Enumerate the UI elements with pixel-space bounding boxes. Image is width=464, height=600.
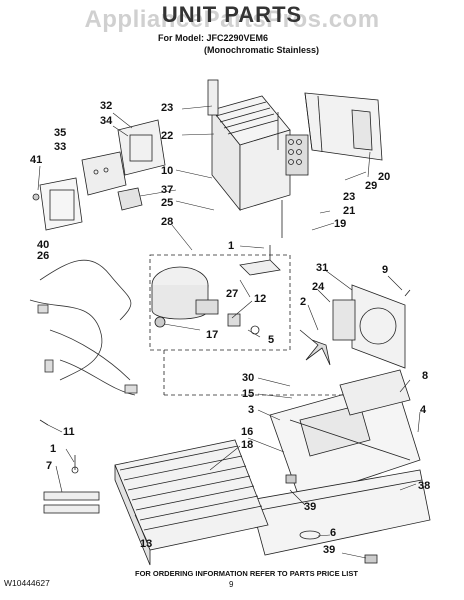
callout-32[interactable]: 32 [100, 100, 113, 112]
callout-34[interactable]: 34 [100, 115, 113, 127]
condenser-fan [299, 284, 406, 369]
callout-16[interactable]: 16 [241, 426, 254, 438]
callout-26[interactable]: 26 [37, 250, 50, 262]
callout-33[interactable]: 33 [54, 141, 67, 153]
callout-38[interactable]: 38 [418, 480, 431, 492]
callout-40[interactable]: 40 [37, 239, 50, 251]
callout-31[interactable]: 31 [316, 262, 329, 274]
callout-17[interactable]: 17 [206, 329, 219, 341]
callout-35[interactable]: 35 [54, 127, 67, 139]
callout-39-upper[interactable]: 39 [304, 501, 317, 513]
callout-15[interactable]: 15 [242, 388, 255, 400]
callout-13[interactable]: 13 [140, 538, 153, 550]
callout-39-lower[interactable]: 39 [323, 544, 336, 556]
callout-3[interactable]: 3 [248, 404, 255, 416]
callout-22[interactable]: 22 [161, 130, 174, 142]
callout-12[interactable]: 12 [254, 293, 267, 305]
callout-8[interactable]: 8 [422, 370, 429, 382]
callout-24[interactable]: 24 [312, 281, 325, 293]
drain-trough [304, 92, 383, 161]
callout-5[interactable]: 5 [268, 334, 275, 346]
condenser-coil [207, 79, 309, 238]
wire-harness [29, 259, 138, 396]
callout-7[interactable]: 7 [46, 460, 53, 472]
callout-20[interactable]: 20 [378, 171, 391, 183]
control-module [32, 119, 166, 231]
ordering-reference: FOR ORDERING INFORMATION REFER TO PARTS … [135, 569, 358, 578]
callout-19[interactable]: 19 [334, 218, 347, 230]
callout-41[interactable]: 41 [30, 154, 43, 166]
base-pan [249, 369, 431, 556]
callout-23-right[interactable]: 23 [343, 191, 356, 203]
callout-37[interactable]: 37 [161, 184, 174, 196]
model-line: For Model: JFC2290VEM6 [158, 33, 269, 43]
callout-28[interactable]: 28 [161, 216, 174, 228]
small-parts [39, 245, 411, 564]
evaporator-coil [114, 439, 269, 566]
document-id: W10444627 [4, 578, 50, 588]
dashed-routing [163, 350, 345, 396]
callout-21[interactable]: 21 [343, 205, 356, 217]
leader-lines [37, 105, 421, 559]
page-number: 9 [229, 580, 234, 589]
callout-18[interactable]: 18 [241, 439, 254, 451]
callout-23-top[interactable]: 23 [161, 102, 174, 114]
compressor-group [149, 254, 291, 351]
callout-11[interactable]: 11 [63, 426, 75, 438]
watermark-text: AppliancePartsPros.com [84, 6, 380, 33]
callout-1-lower[interactable]: 1 [50, 443, 57, 455]
callout-29[interactable]: 29 [365, 180, 378, 192]
callout-6[interactable]: 6 [330, 527, 337, 539]
callout-2[interactable]: 2 [300, 296, 307, 308]
callout-1-upper[interactable]: 1 [228, 240, 235, 252]
callout-25[interactable]: 25 [161, 197, 174, 209]
page-title: UNIT PARTS [161, 2, 303, 27]
callout-27[interactable]: 27 [226, 288, 239, 300]
callout-4[interactable]: 4 [420, 404, 427, 416]
callout-9[interactable]: 9 [382, 264, 389, 276]
finish-line: (Monochromatic Stainless) [204, 45, 320, 55]
callout-10[interactable]: 10 [161, 165, 174, 177]
callout-30[interactable]: 30 [242, 372, 255, 384]
